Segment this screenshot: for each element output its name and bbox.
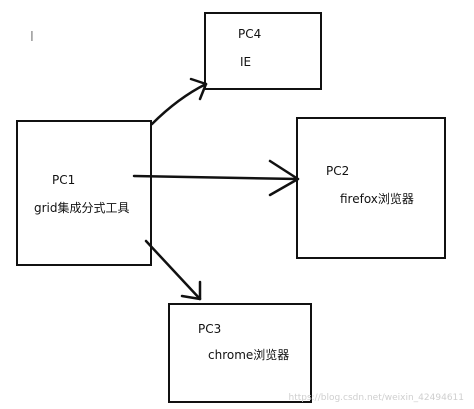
watermark-text: https://blog.csdn.net/weixin_42494611 — [288, 393, 464, 403]
node-pc2: PC2 firefox浏览器 — [296, 117, 446, 259]
node-pc3-name: PC3 — [198, 322, 222, 336]
node-pc3-browser: chrome浏览器 — [208, 348, 290, 362]
arrow-pc1-to-pc3 — [144, 239, 202, 301]
arrow-pc1-to-pc4 — [150, 77, 208, 126]
text-cursor-icon: I — [30, 30, 34, 45]
node-pc1-tool: grid集成分式工具 — [34, 201, 130, 215]
node-pc3: PC3 chrome浏览器 — [168, 303, 312, 403]
node-pc1-name: PC1 — [52, 173, 76, 187]
node-pc2-browser: firefox浏览器 — [340, 192, 414, 206]
node-pc4-name: PC4 — [238, 27, 262, 41]
node-pc4-browser: IE — [240, 55, 252, 69]
node-pc2-name: PC2 — [326, 164, 350, 178]
arrow-pc1-to-pc2 — [132, 159, 300, 197]
node-pc1: PC1 grid集成分式工具 — [16, 120, 152, 266]
node-pc4: PC4 IE — [204, 12, 322, 90]
